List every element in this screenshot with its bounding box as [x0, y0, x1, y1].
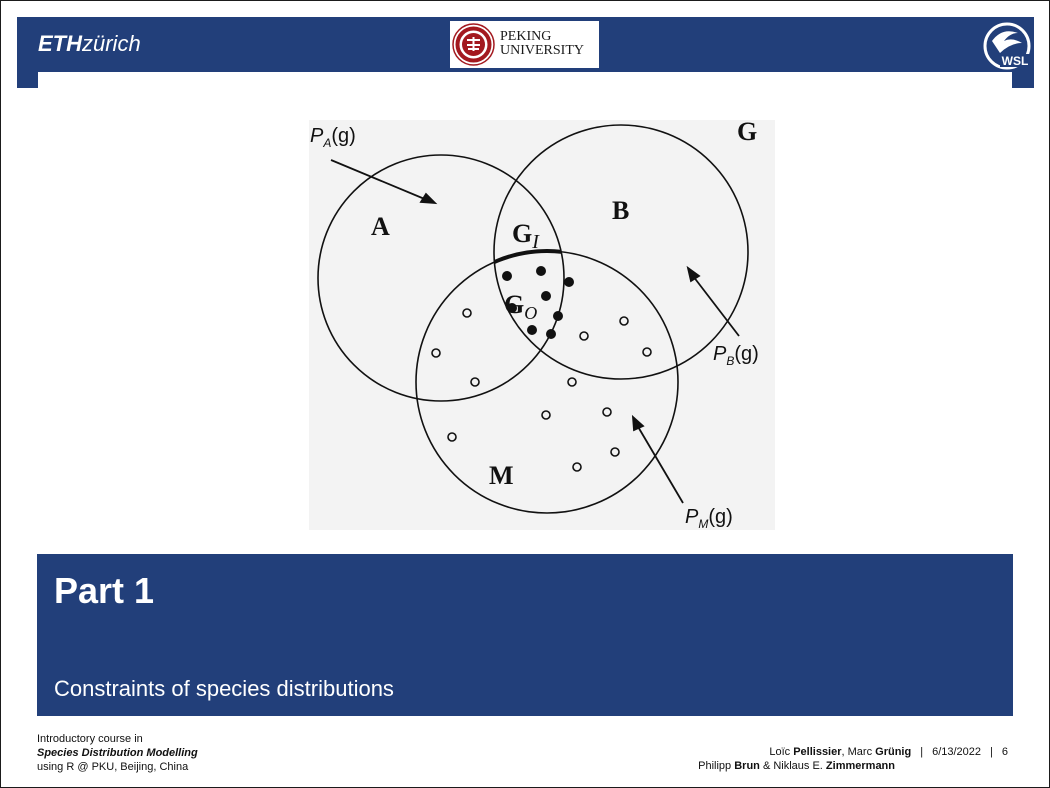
label-gi: GI	[512, 219, 540, 253]
occupied-points	[502, 266, 574, 339]
page-number: 6	[1001, 746, 1008, 758]
label-gi-main: G	[512, 219, 532, 248]
course-line-2: Species Distribution Modelling	[37, 747, 198, 759]
pku-seal-icon	[452, 23, 495, 66]
arrow-pm	[631, 414, 684, 504]
circle-a	[317, 154, 565, 402]
author-3-first: Philipp	[698, 760, 735, 772]
wsl-logo: WSL	[983, 22, 1031, 70]
author-sep-2: & Niklaus E.	[759, 760, 826, 772]
label-pb: PB(g)	[713, 343, 759, 368]
footer-divider-2: |	[990, 746, 993, 758]
footer-divider-1: |	[920, 746, 924, 758]
label-b: B	[612, 196, 629, 225]
pku-wordmark-line2: UNIVERSITY	[500, 43, 584, 58]
authors-line-1: Loïc Pellissier, Marc Grünig | 6/13/2022 | 6	[769, 745, 1008, 759]
header-tab-right	[1012, 72, 1034, 88]
eth-zurich-logo: ETHzürich	[38, 31, 141, 57]
label-g: G	[737, 120, 757, 146]
eth-logo-bold: ETH	[38, 31, 82, 56]
circle-b	[493, 124, 749, 380]
wsl-logo-text: WSL	[1002, 54, 1029, 68]
header-tab-left	[17, 72, 38, 88]
peking-university-logo: PEKING UNIVERSITY	[450, 21, 599, 68]
author-1-first: Loïc	[769, 746, 794, 758]
author-2-last: Grünig	[875, 746, 912, 758]
author-3-last: Brun	[734, 760, 760, 772]
label-m: M	[489, 461, 514, 490]
author-1-last: Pellissier	[793, 746, 842, 758]
pku-wordmark: PEKING UNIVERSITY	[500, 30, 584, 58]
occupied-area-outline	[494, 249, 564, 379]
section-title: Part 1	[54, 570, 155, 611]
course-line-3: using R @ PKU, Beijing, China	[37, 761, 189, 773]
course-line-1: Introductory course in	[37, 733, 143, 745]
arrow-pa	[330, 159, 438, 205]
section-subtitle: Constraints of species distributions	[54, 676, 394, 701]
arrow-pb	[686, 265, 740, 337]
slide-date: 6/13/2022	[932, 746, 982, 758]
eth-logo-light: zürich	[82, 31, 141, 56]
author-sep-1: , Marc	[841, 746, 876, 758]
label-gi-sub: I	[531, 231, 540, 253]
author-4-last: Zimmermann	[825, 760, 895, 772]
section-banner	[37, 554, 1013, 716]
label-a: A	[371, 212, 390, 241]
unoccupied-points	[431, 308, 652, 472]
bam-venn-diagram: G A B M GI G O PA(g) PB(g) PM(g)	[309, 120, 775, 530]
label-pm: PM(g)	[685, 506, 733, 530]
pku-wordmark-line1: PEKING	[500, 29, 552, 44]
label-pa: PA(g)	[310, 125, 356, 150]
course-info: Introductory course in Species Distribut…	[37, 732, 198, 774]
label-go-sub: O	[524, 303, 537, 323]
authors-line-2: Philipp Brun & Niklaus E. Zimmermann	[698, 759, 895, 773]
circle-m	[415, 250, 679, 514]
